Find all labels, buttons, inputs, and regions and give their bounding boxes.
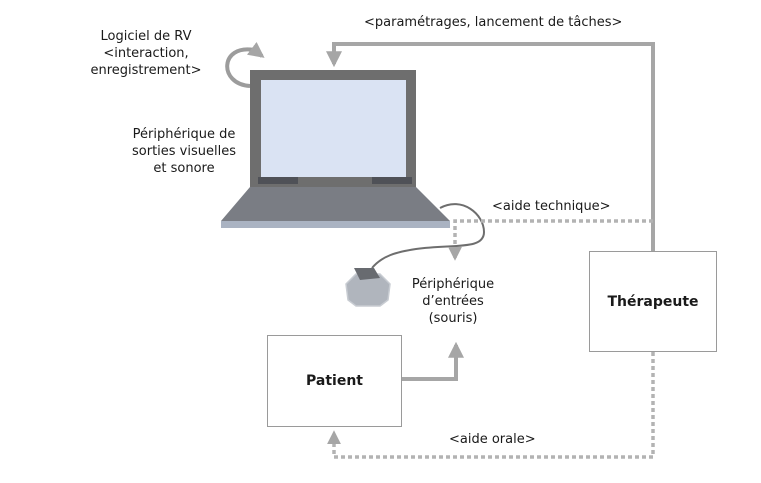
settings-flow-label: <paramétrages, lancement de tâches> [364,15,623,30]
oral-help-arrow [327,352,655,459]
mouse-cable [371,203,486,269]
laptop-front-edge [221,221,450,228]
software-label-line3: enregistrement> [90,63,202,78]
output-device-label-line2: sorties visuelles [132,144,236,159]
software-loop-arrow [225,41,265,88]
mouse-icon [345,268,391,307]
therapist-box-label: Thérapeute [607,293,699,310]
oral-help-flow-label: <aide orale> [449,432,536,447]
tech-help-arrow [448,219,653,261]
tech-help-flow-label: <aide technique> [492,199,611,214]
laptop-keyboard-base [221,187,450,221]
input-device-label-line3: (souris) [428,311,478,326]
laptop-trackpad-left [258,177,298,184]
therapist-box: Thérapeute [589,251,717,352]
output-device-label-line3: et sonore [153,161,215,176]
laptop-trackpad-right [372,177,412,184]
output-device-label: Périphérique de sorties visuelles et son… [122,126,246,177]
output-device-label-line1: Périphérique de [132,127,236,142]
input-device-label: Périphérique d’entrées (souris) [400,276,506,327]
mouse-button [354,268,380,280]
laptop-screen [261,80,406,177]
settings-arrow [326,42,655,251]
patient-input-arrow [402,341,464,381]
software-label: Logiciel de RV <interaction, enregistrem… [84,28,208,79]
software-label-line2: <interaction, [103,46,189,61]
patient-box-label: Patient [306,373,363,389]
patient-box: Patient [267,335,402,427]
input-device-label-line1: Périphérique [411,277,495,292]
input-device-label-line2: d’entrées [422,294,484,309]
laptop-icon [221,70,450,228]
software-label-line1: Logiciel de RV [100,29,192,44]
